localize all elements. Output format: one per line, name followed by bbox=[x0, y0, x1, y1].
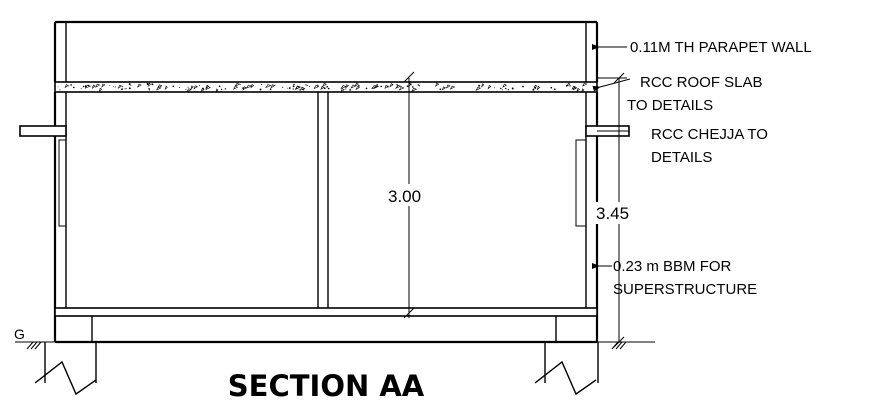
slab-hatch bbox=[57, 82, 588, 93]
ground-line-right bbox=[597, 341, 655, 350]
ground-line-left bbox=[15, 341, 55, 350]
dimension-clear-height bbox=[386, 71, 434, 319]
roof-slab-leader-arrow bbox=[592, 78, 631, 92]
roof-slab-annotation-line2: TO DETAILS bbox=[627, 97, 713, 114]
parapet-wall bbox=[53, 20, 599, 82]
section-title: SECTION AA bbox=[228, 369, 425, 402]
bbm-annotation-line2: SUPERSTRUCTURE bbox=[613, 281, 757, 298]
ground-mark: G bbox=[14, 326, 25, 342]
dimension-label-overall-height: 3.45 bbox=[596, 204, 629, 223]
bbm-annotation-line1: 0.23 m BBM FOR bbox=[613, 258, 732, 275]
foundation-right bbox=[534, 342, 599, 396]
roof-slab-annotation-line1: RCC ROOF SLAB bbox=[640, 74, 763, 91]
chejja-annotation-line1: RCC CHEJJA TO bbox=[651, 126, 768, 143]
chejja-right bbox=[585, 125, 630, 137]
dimension-overall-height bbox=[594, 72, 634, 348]
floor-slab bbox=[54, 307, 598, 344]
foundation-left bbox=[34, 342, 97, 396]
walls bbox=[53, 92, 599, 342]
parapet-annotation: 0.11M TH PARAPET WALL bbox=[630, 39, 812, 56]
dimension-label-clear-height: 3.00 bbox=[388, 187, 421, 206]
chejja-left bbox=[19, 125, 67, 137]
roof-slab bbox=[54, 81, 598, 93]
chejja-annotation-line2: DETAILS bbox=[651, 149, 712, 166]
